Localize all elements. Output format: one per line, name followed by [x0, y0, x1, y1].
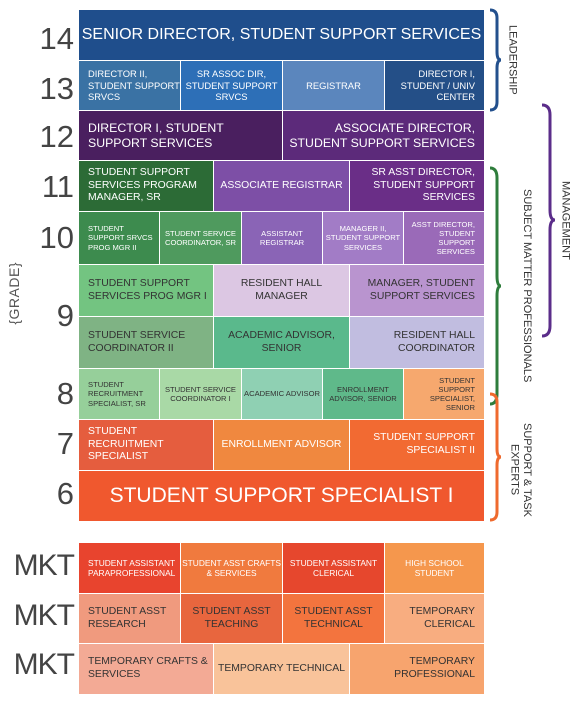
- job-assistant-registrar: ASSISTANT REGISTRAR: [242, 212, 322, 264]
- job-sss-program-manager-sr: STUDENT SUPPORT SERVICES PROGRAM MANAGER…: [79, 161, 213, 211]
- support-brace: [489, 392, 502, 522]
- job-student-support-specialist-ii: STUDENT SUPPORT SPECIALIST II: [350, 420, 484, 470]
- job-sss-prog-mgr-i: STUDENT SUPPORT SERVICES PROG MGR I: [79, 265, 213, 316]
- job-associate-registrar: ASSOCIATE REGISTRAR: [214, 161, 349, 211]
- job-student-asst-technical: STUDENT ASST TECHNICAL: [283, 594, 384, 643]
- job-senior-director: SENIOR DIRECTOR, STUDENT SUPPORT SERVICE…: [79, 10, 484, 60]
- leadership-label: LEADERSHIP: [506, 25, 519, 95]
- grade-11-label: 11: [41, 169, 74, 204]
- support-task-experts-label: SUPPORT & TASK EXPERTS: [508, 423, 533, 517]
- job-resident-hall-coordinator: RESIDENT HALL COORDINATOR: [350, 317, 484, 368]
- job-sr-asst-director: SR ASST DIRECTOR, STUDENT SUPPORT SERVIC…: [350, 161, 484, 211]
- grade-mkt-label: MKT: [13, 599, 75, 632]
- grade-mkt-label: MKT: [13, 549, 75, 582]
- job-student-recruitment-specialist-sr: STUDENT RECRUITMENT SPECIALIST, SR: [79, 369, 159, 419]
- grade-6-label: 6: [56, 476, 74, 511]
- job-director-i-univ-center: DIRECTOR I, STUDENT / UNIV CENTER: [385, 61, 484, 110]
- job-temporary-clerical: TEMPORARY CLERICAL: [385, 594, 484, 643]
- job-director-ii: DIRECTOR II, STUDENT SUPPORT SRVCS: [79, 61, 180, 110]
- job-student-assistant-clerical: STUDENT ASSISTANT CLERICAL: [283, 543, 384, 593]
- job-student-assistant-paraprofessional: STUDENT ASSISTANT PARAPROFESSIONAL: [79, 543, 180, 593]
- grade-7-label: 7: [56, 426, 74, 461]
- job-academic-advisor: ACADEMIC ADVISOR: [242, 369, 322, 419]
- job-student-service-coordinator-ii: STUDENT SERVICE COORDINATOR II: [79, 317, 213, 368]
- job-student-service-coordinator-i: STUDENT SERVICE COORDINATOR I: [160, 369, 241, 419]
- job-temporary-crafts-services: TEMPORARY CRAFTS & SERVICES: [79, 644, 213, 694]
- job-enrollment-advisor: ENROLLMENT ADVISOR: [214, 420, 349, 470]
- job-academic-advisor-senior: ACADEMIC ADVISOR, SENIOR: [214, 317, 349, 368]
- job-student-recruitment-specialist: STUDENT RECRUITMENT SPECIALIST: [79, 420, 213, 470]
- subject-matter-brace: [489, 166, 502, 406]
- leadership-brace: [489, 8, 502, 112]
- grade-14-label: 14: [39, 21, 74, 56]
- job-sr-assoc-dir: SR ASSOC DIR, STUDENT SUPPORT SRVCS: [181, 61, 282, 110]
- job-enrollment-advisor-senior: ENROLLMENT ADVISOR, SENIOR: [323, 369, 403, 419]
- subject-matter-label: SUBJECT MATTER PROFESSIONALS: [521, 189, 533, 383]
- job-student-asst-crafts-services: STUDENT ASST CRAFTS & SERVICES: [181, 543, 282, 593]
- job-student-support-specialist-i: STUDENT SUPPORT SPECIALIST I: [79, 471, 484, 521]
- job-student-service-coordinator-sr: STUDENT SERVICE COORDINATOR, SR: [160, 212, 241, 264]
- job-student-support-specialist-senior: STUDENT SUPPORT SPECIALIST, SENIOR: [404, 369, 484, 419]
- job-temporary-professional: TEMPORARY PROFESSIONAL: [350, 644, 484, 694]
- management-label: MANAGEMENT: [559, 180, 572, 260]
- grade-10-label: 10: [39, 220, 74, 255]
- job-asst-director: ASST DIRECTOR, STUDENT SUPPORT SERVICES: [404, 212, 484, 264]
- job-high-school-student: HIGH SCHOOL STUDENT: [385, 543, 484, 593]
- job-manager-sss: MANAGER, STUDENT SUPPORT SERVICES: [350, 265, 484, 316]
- management-brace: [541, 103, 556, 338]
- grade-13-label: 13: [39, 71, 74, 106]
- grade-9-label: 9: [56, 298, 74, 333]
- job-sss-prog-mgr-ii: STUDENT SUPPORT SRVCS PROG MGR II: [79, 212, 159, 264]
- job-temporary-technical: TEMPORARY TECHNICAL: [214, 644, 349, 694]
- job-registrar: REGISTRAR: [283, 61, 384, 110]
- job-manager-ii: MANAGER II, STUDENT SUPPORT SERVICES: [323, 212, 403, 264]
- job-associate-director: ASSOCIATE DIRECTOR, STUDENT SUPPORT SERV…: [283, 111, 484, 160]
- job-resident-hall-manager: RESIDENT HALL MANAGER: [214, 265, 349, 316]
- job-student-asst-research: STUDENT ASST RESEARCH: [79, 594, 180, 643]
- job-student-asst-teaching: STUDENT ASST TEACHING: [181, 594, 282, 643]
- grade-8-label: 8: [56, 376, 74, 411]
- grade-mkt-label: MKT: [13, 648, 75, 681]
- job-director-i-sss: DIRECTOR I, STUDENT SUPPORT SERVICES: [79, 111, 282, 160]
- grade-12-label: 12: [39, 119, 74, 154]
